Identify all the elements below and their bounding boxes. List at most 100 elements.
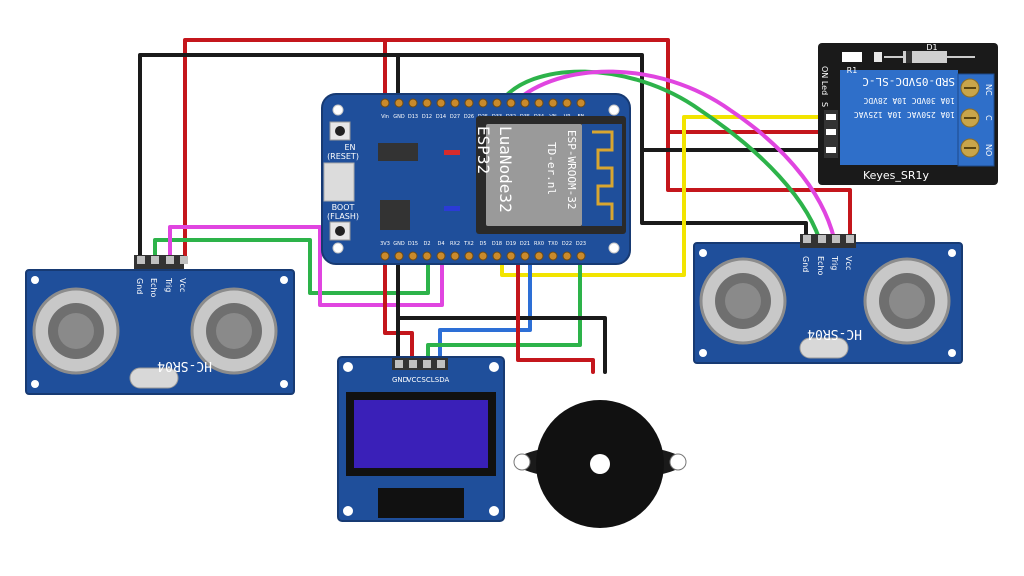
esp32-top-pin-label-d26: D26	[464, 114, 474, 120]
status-led	[444, 206, 460, 211]
red-wire-buzzer	[516, 256, 595, 374]
esp32-top-pin-vn	[548, 98, 558, 108]
crystal-left	[129, 367, 179, 389]
esp32-bottom-pin-d15	[408, 251, 418, 261]
left-pin-trig: Trig	[164, 277, 173, 292]
relay-header	[824, 110, 838, 158]
esp32-bottom-pin-label-d19: D19	[506, 241, 516, 247]
relay-module: D1 R1 ON Led S SRD-05VDC-SL-C 10A 30VDC …	[818, 43, 998, 185]
resistor-r1	[842, 52, 862, 62]
black-wire-gnd-loop	[138, 53, 400, 260]
esp32-top-pin-d35	[520, 98, 530, 108]
right-pin-echo: Echo	[816, 256, 825, 276]
esp32-top-pin-en	[576, 98, 586, 108]
esp32-bottom-pin-label-gnd: GND	[393, 241, 405, 247]
relay-name: Keyes_SR1y	[863, 169, 930, 182]
esp32-bottom-pin-d19	[506, 251, 516, 261]
relay-rating-line3: 10A 250VAC 10A 125VAC	[854, 110, 955, 119]
left-pin-gnd: Gnd	[135, 278, 144, 294]
esp32-bottom-pin-label-d2: D2	[423, 241, 430, 247]
esp32-bottom-pin-label-d18: D18	[492, 241, 502, 247]
wires	[138, 38, 852, 374]
red-wire-vin-loop	[183, 38, 387, 260]
diode-d1	[903, 51, 947, 63]
crystal-right	[799, 337, 849, 359]
reset-button[interactable]	[329, 121, 351, 141]
terminal-c-label: C	[984, 115, 993, 121]
esp32-bottom-pin-label-tx0: TX0	[547, 241, 558, 247]
module-line2: TD-er.nl	[545, 142, 558, 195]
oled-pin-vcc: VCC	[407, 376, 422, 384]
esp32-bottom-pin-rx2	[450, 251, 460, 261]
right-sensor-model: HC-SR04	[807, 326, 862, 341]
esp32-top-pin-vp	[562, 98, 572, 108]
esp32-bottom-pin-d4	[436, 251, 446, 261]
led-label: ON Led	[820, 66, 829, 95]
boot-button[interactable]	[329, 221, 351, 241]
transducer-right-a	[699, 257, 787, 345]
esp32-top-pin-d32	[506, 98, 516, 108]
esp32-bottom-pin-gnd	[394, 251, 404, 261]
esp32-top-pin-label-vin: Vin	[381, 114, 389, 120]
esp32-bottom-pin-label-d15: D15	[408, 241, 418, 247]
buzzer	[513, 400, 687, 528]
oled-pin-gnd: GND	[392, 376, 408, 384]
usb-serial-chip	[378, 143, 418, 161]
left-sensor-model: HC-SR04	[157, 358, 212, 373]
green-wire-right-echo	[498, 69, 824, 250]
oled-ribbon	[378, 488, 464, 518]
green-wire-left-echo	[153, 238, 430, 295]
left-pin-echo: Echo	[149, 278, 158, 298]
oled-display: GND VCC SCL SDA	[337, 356, 505, 522]
esp32-bottom-pin-d22	[562, 251, 572, 261]
esp32-bottom-pin-label-d21: D21	[520, 241, 530, 247]
ultrasonic-sensor-left: Gnd Echo Trig Vcc HC-SR04	[25, 255, 295, 395]
right-pin-gnd: Gnd	[801, 256, 810, 272]
esp32-bottom-pin-d21	[520, 251, 530, 261]
esp32-board: VinGNDD13D12D14D27D26D25D33D32D35D34VNVP…	[321, 93, 631, 265]
magenta-wire-right-trig	[512, 69, 838, 250]
led-component	[874, 52, 882, 62]
esp32-top-pin-d26	[464, 98, 474, 108]
left-sensor-header	[134, 255, 188, 269]
blue-wire-oled-sda	[438, 256, 532, 367]
esp32-bottom-pin-3v3	[380, 251, 390, 261]
boot-label: BOOT	[332, 203, 355, 212]
transducer-left-a	[32, 287, 120, 375]
right-pin-trig: Trig	[830, 255, 839, 270]
oled-pin-sda: SDA	[435, 376, 450, 384]
esp32-bottom-pin-label-d5: D5	[479, 241, 486, 247]
d1-label: D1	[926, 43, 937, 52]
reset-label: (RESET)	[327, 152, 359, 161]
regulator-chip	[380, 200, 410, 230]
esp32-bottom-pin-tx0	[548, 251, 558, 261]
oled-header	[392, 358, 448, 370]
esp32-bottom-pin-d23	[576, 251, 586, 261]
board-name-line2: ESP32	[474, 126, 493, 174]
magenta-wire-left-trig	[168, 225, 444, 307]
en-label: EN	[344, 143, 355, 152]
esp32-top-pin-label-d27: D27	[450, 114, 460, 120]
micro-usb-port	[323, 162, 355, 202]
relay-coil-box	[840, 70, 958, 165]
r1-label: R1	[847, 66, 858, 75]
esp32-top-pin-label-d14: D14	[436, 114, 446, 120]
esp32-top-pin-label-gnd: GND	[393, 114, 405, 120]
relay-terminal-block[interactable]	[957, 73, 995, 167]
esp32-top-pin-d14	[436, 98, 446, 108]
esp32-bottom-pin-label-d23: D23	[576, 241, 586, 247]
esp32-top-pin-vin	[380, 98, 390, 108]
esp32-bottom-pin-d5	[478, 251, 488, 261]
esp32-bottom-pin-label-d4: D4	[437, 241, 444, 247]
esp32-bottom-pin-label-tx2: TX2	[463, 241, 474, 247]
esp32-bottom-pin-d18	[492, 251, 502, 261]
module-line1: ESP-WROOM-32	[565, 130, 578, 209]
esp32-bottom-pin-label-rx0: RX0	[534, 241, 544, 247]
transducer-right-b	[863, 257, 951, 345]
green-wire-oled-scl	[426, 256, 582, 367]
power-led	[444, 150, 460, 155]
flash-label: (FLASH)	[327, 212, 359, 221]
